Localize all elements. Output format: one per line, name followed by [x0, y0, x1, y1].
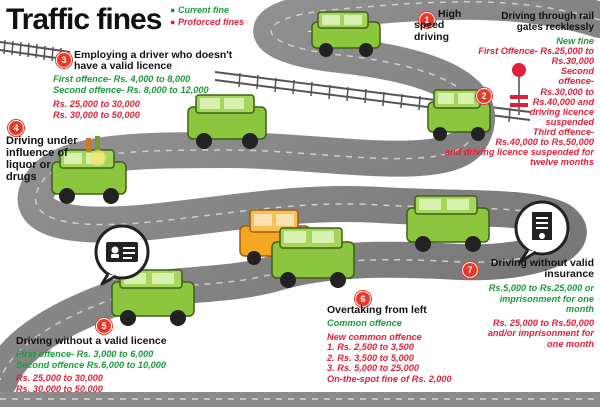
heading-line: gates recklessly — [516, 21, 594, 33]
fine-line: 2. Rs. 3,500 to 5,000 — [327, 352, 414, 363]
fine-line: Rs.30,000 — [551, 56, 594, 67]
jeep-icon — [271, 227, 355, 288]
fine-line: Rs.5,000 to Rs.25,000 or — [488, 283, 594, 293]
item-2-fines: New fine First Offence- Rs.25,000 to Rs.… — [400, 36, 594, 167]
item-number-7: 7 — [462, 262, 478, 278]
fine-line: imprisonment for one — [499, 293, 594, 304]
jeep-icon — [187, 94, 267, 149]
heading-line: liquor or — [6, 158, 51, 171]
fine-line: driving licence — [529, 106, 594, 117]
heading-line: Employing a driver who doesn't — [74, 49, 233, 61]
item-5-fines: First offence- Rs. 3,000 to 6,000 Second… — [16, 349, 166, 394]
fine-line: one month — [547, 338, 594, 349]
fine-line: twelve months — [530, 157, 594, 168]
item-number-1: 1 — [419, 12, 435, 28]
heading-line: Driving without valid — [490, 257, 594, 269]
fine-line: 1. Rs. 2,500 to 3,500 — [327, 342, 414, 353]
fine-line: First Offence- Rs.25,000 to — [478, 46, 594, 57]
fine-line: Second — [560, 66, 594, 77]
item-7-heading: Driving without valid insurance — [470, 257, 594, 281]
page-title: Traffic fines — [6, 3, 162, 36]
fine-line: and driving licence suspended for — [444, 147, 594, 158]
heading-line: drugs — [6, 170, 37, 183]
item-3-fines: First offence- Rs. 4,000 to 8,000 Second… — [53, 74, 209, 120]
item-number-4: 4 — [8, 120, 24, 136]
item-3-heading: Employing a driver who doesn't have a va… — [74, 49, 254, 73]
jeep-icon — [427, 89, 491, 141]
fine-line: First offence- Rs. 4,000 to 8,000 — [53, 74, 191, 84]
fine-line: Rs. 25,000 to 30,000 — [53, 99, 140, 110]
fine-line: New fine — [556, 36, 594, 46]
fine-line: Rs.40,000 to Rs.50,000 — [495, 137, 594, 148]
item-6-fines: Common offence New common offence 1. Rs.… — [327, 318, 452, 384]
heading-line: speed — [414, 19, 445, 32]
fine-line: Rs.40,000 and — [532, 96, 594, 107]
legend-current: ● Current fine — [170, 5, 229, 15]
heading-line: insurance — [544, 268, 594, 281]
heading-line: High — [438, 8, 462, 20]
item-number-2: 2 — [476, 88, 492, 104]
liquor-bottles-icon — [86, 136, 106, 166]
item-number-3: 3 — [56, 52, 72, 68]
heading-line: driving — [414, 30, 450, 43]
licence-card-icon — [94, 224, 150, 286]
fine-line: New common offence — [327, 331, 422, 342]
item-5-heading: Driving without a valid licence — [16, 335, 167, 347]
fine-line: Rs. 30,000 to 50,000 — [53, 109, 140, 120]
legend-proposed: ● Proforced fines — [170, 17, 244, 27]
fine-line: suspended — [545, 116, 595, 127]
fine-line: Rs.30,000 to — [540, 86, 594, 97]
item-1-heading: High speed driving — [414, 8, 468, 43]
insurance-document-icon — [514, 200, 570, 264]
item-number-6: 6 — [355, 291, 371, 307]
fine-line: month — [565, 304, 594, 315]
fine-line: Second offence- Rs. 8,000 to 12,000 — [53, 84, 209, 95]
legend-proposed-label: Proforced fines — [177, 17, 244, 27]
item-7-fines: Rs.5,000 to Rs.25,000 or imprisonment fo… — [444, 283, 594, 349]
stop-sign-icon — [510, 63, 528, 115]
heading-line: Driving under — [6, 135, 78, 147]
fine-line: and/or imprisonment for — [487, 328, 594, 339]
fine-line: Common offence — [327, 318, 402, 328]
fine-line: Rs. 25,000 to 30,000 — [16, 373, 103, 384]
heading-line: Driving through rail — [501, 11, 594, 22]
fine-line: 3. Rs. 5,000 to 25,000 — [327, 363, 419, 374]
fine-line: offence- — [558, 76, 594, 87]
item-number-5: 5 — [96, 318, 112, 334]
fine-line: Rs. 25,000 to Rs.50,000 — [492, 317, 594, 328]
jeep-icon — [406, 195, 490, 252]
fine-line: On-the-spot fine of Rs. 2,000 — [327, 373, 452, 384]
fine-line: Third offence- — [532, 126, 594, 137]
fine-line: Second offence Rs.6,000 to 10,000 — [16, 359, 166, 370]
fine-line: Rs. 30,000 to 50,000 — [16, 383, 103, 394]
item-4-heading: Driving under influence of liquor or dru… — [6, 135, 78, 184]
fine-line: First offence- Rs. 3,000 to 6,000 — [16, 349, 154, 359]
item-2-heading: Driving through rail gates recklessly — [470, 11, 594, 34]
jeep-icon — [311, 11, 381, 57]
legend-current-label: Current fine — [177, 5, 229, 15]
item-6-heading: Overtaking from left — [327, 304, 427, 316]
heading-line: influence of — [6, 146, 68, 159]
heading-line: have a valid licence — [74, 60, 173, 73]
